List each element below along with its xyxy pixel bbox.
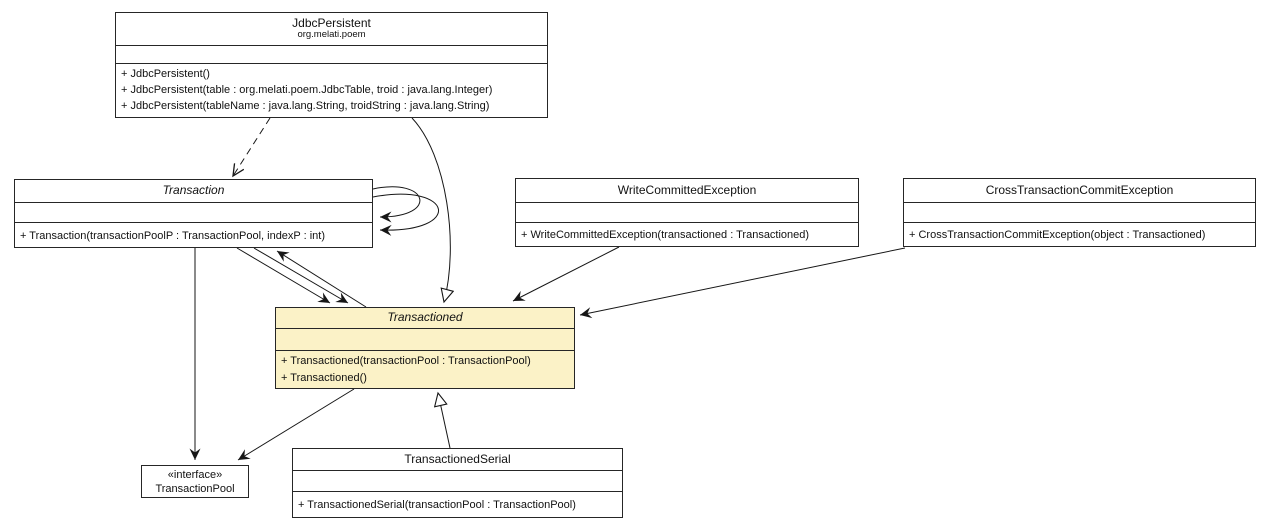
attributes-compartment bbox=[516, 203, 858, 223]
class-header: TransactionedSerial bbox=[293, 449, 622, 471]
methods-compartment: + JdbcPersistent() + JdbcPersistent(tabl… bbox=[116, 64, 547, 117]
attributes-compartment bbox=[293, 471, 622, 492]
class-name: JdbcPersistent bbox=[292, 15, 371, 30]
method: + Transactioned() bbox=[281, 372, 367, 384]
attributes-compartment bbox=[15, 203, 372, 223]
methods-compartment: + CrossTransactionCommitException(object… bbox=[904, 223, 1255, 246]
class-name: TransactionPool bbox=[155, 483, 235, 495]
stereotype-label: «interface» bbox=[167, 469, 223, 481]
class-name: Transactioned bbox=[387, 310, 463, 325]
method: + CrossTransactionCommitException(object… bbox=[909, 229, 1206, 241]
class-header: CrossTransactionCommitException bbox=[904, 179, 1255, 203]
method: + WriteCommittedException(transactioned … bbox=[521, 229, 810, 241]
method: + JdbcPersistent(table : org.melati.poem… bbox=[121, 84, 493, 96]
edge-transactioned-transactionpool bbox=[237, 388, 355, 461]
edge-jdbc-dependency-transaction bbox=[233, 117, 271, 176]
method: + JdbcPersistent() bbox=[121, 68, 210, 80]
class-transaction[interactable]: Transaction + Transaction(transactionPoo… bbox=[14, 179, 373, 248]
edge-ctce-transactioned bbox=[579, 247, 906, 319]
edge-wce-transactioned bbox=[512, 246, 620, 302]
edge-transaction-transactioned-associations bbox=[236, 247, 367, 308]
class-transactionpool[interactable]: «interface» TransactionPool bbox=[141, 465, 249, 498]
method: + Transactioned(transactionPool : Transa… bbox=[281, 355, 531, 367]
method: + JdbcPersistent(tableName : java.lang.S… bbox=[121, 100, 490, 112]
class-name: Transaction bbox=[162, 183, 225, 198]
methods-compartment: + Transaction(transactionPoolP : Transac… bbox=[15, 223, 372, 247]
attributes-compartment bbox=[904, 203, 1255, 223]
class-crosstransactioncommitexception[interactable]: CrossTransactionCommitException + CrossT… bbox=[903, 178, 1256, 247]
class-header: WriteCommittedException bbox=[516, 179, 858, 203]
class-name: WriteCommittedException bbox=[617, 182, 757, 197]
method: + Transaction(transactionPoolP : Transac… bbox=[20, 230, 326, 242]
class-writecommittedexception[interactable]: WriteCommittedException + WriteCommitted… bbox=[515, 178, 859, 247]
method: + TransactionedSerial(transactionPool : … bbox=[298, 499, 576, 511]
class-header: Transaction bbox=[15, 180, 372, 203]
class-package: org.melati.poem bbox=[297, 29, 366, 41]
edge-tserial-generalization-transactioned bbox=[438, 393, 451, 449]
methods-compartment: + TransactionedSerial(transactionPool : … bbox=[293, 492, 622, 517]
edge-transaction-self-loops bbox=[372, 186, 440, 236]
methods-compartment: + WriteCommittedException(transactioned … bbox=[516, 223, 858, 246]
class-header: JdbcPersistent org.melati.poem bbox=[116, 13, 547, 46]
class-transactioned[interactable]: Transactioned + Transactioned(transactio… bbox=[275, 307, 575, 389]
edge-jdbc-generalization-transactioned bbox=[411, 117, 450, 302]
class-transactionedserial[interactable]: TransactionedSerial + TransactionedSeria… bbox=[292, 448, 623, 518]
class-name: CrossTransactionCommitException bbox=[985, 182, 1174, 197]
class-jdbcpersistent[interactable]: JdbcPersistent org.melati.poem + JdbcPer… bbox=[115, 12, 548, 118]
methods-compartment: + Transactioned(transactionPool : Transa… bbox=[276, 351, 574, 388]
class-header: Transactioned bbox=[276, 308, 574, 329]
class-name: TransactionedSerial bbox=[404, 451, 511, 466]
attributes-compartment bbox=[116, 46, 547, 64]
attributes-compartment bbox=[276, 329, 574, 351]
